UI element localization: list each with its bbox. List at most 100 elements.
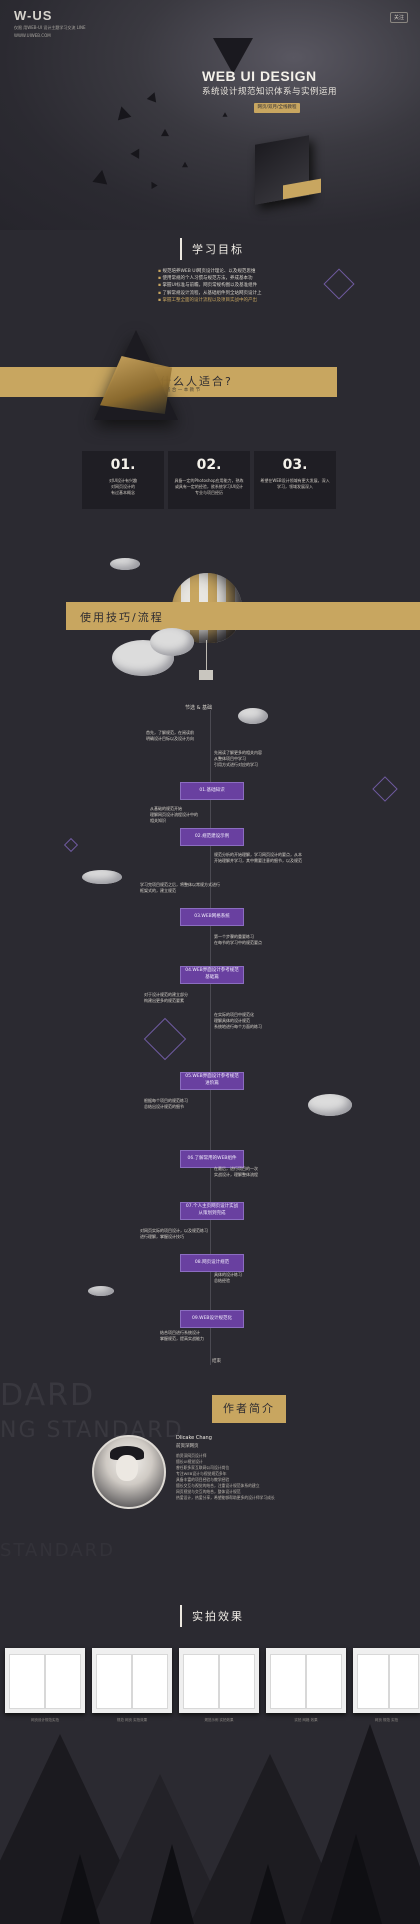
mountain-shape (150, 1844, 194, 1924)
mountain-shape (60, 1854, 100, 1924)
photo-page (270, 1654, 306, 1709)
flow-note: 在最后，进行项目的一次 实战设计，理解整体流程 (214, 1166, 258, 1177)
goal-item: 规范培养WEB UI网页设计理论、以及规范思维 (158, 268, 288, 275)
photos-title: 实拍效果 (192, 1610, 244, 1623)
card-number: 02. (196, 457, 222, 473)
pyramid-icon (114, 104, 132, 121)
flow-step-label: 04.WEB界面设计参考规范 (185, 968, 239, 973)
logo[interactable]: W-US 仅限 用WEB-UI 设计主题学习交流 LINE WWW.UIWEB.… (14, 8, 154, 39)
photo-caption: 规范示例 实拍效果 (204, 1718, 234, 1722)
balloon-basket (199, 670, 213, 680)
flow-start-label: 节选 & 基础 (185, 705, 213, 711)
flow-step-label: 05.WEB界面设计参考规范 (185, 1074, 239, 1079)
flow-step[interactable]: 08.网页设计规范 (180, 1254, 244, 1272)
card-desc: 具备一定的Photoshop应用能力，熟练或具有一定的经验，欲系统学习UI设计专… (174, 478, 244, 495)
flow-step[interactable]: 09.WEB设计规范化 (180, 1310, 244, 1328)
photo-thumbnail[interactable] (266, 1648, 346, 1713)
goal-item-highlight: 掌握工整全面的设计流程以及项目实战中的产出 (158, 297, 288, 304)
flow-note: 在实际的项目中规范化 理解具体的设计规范 系统地进行每个方面的练习 (214, 1012, 262, 1029)
photo-caption: 网页 规范 实拍 (374, 1718, 399, 1722)
flow-note: 对网页实际的项目设计，以及规范练习 进行理解，掌握设计技巧 (140, 1228, 208, 1239)
flow-step[interactable]: 01.基础知识 (180, 782, 244, 800)
diamond-decoration (63, 837, 79, 853)
flow-note: 第一个步骤的重要练习 在每节的学习中的规范要点 (214, 934, 262, 945)
flow-step[interactable]: 04.WEB界面设计参考规范 基础篇 (180, 966, 244, 984)
flow-step-sub: 基础篇 (205, 975, 219, 980)
flow-note: 具体的设计练习 总结经验 (214, 1272, 242, 1283)
card-number: 01. (110, 457, 136, 473)
photo-thumbnail[interactable] (92, 1648, 172, 1713)
top-link[interactable]: 关注 (389, 12, 408, 23)
logo-subtitle: 仅限 用WEB-UI 设计主题学习交流 LINE (14, 25, 86, 30)
diamond-decoration (323, 268, 355, 300)
heading-bar (180, 1605, 182, 1627)
flow-step[interactable]: 07.个人主页网页设计实战 从策划到完成 (180, 1202, 244, 1220)
photo-page (132, 1654, 168, 1709)
background-word: STANDARD (0, 1540, 116, 1561)
goal-item: 了解常规设计流程，从基础组件到全站网页设计上 (158, 290, 288, 297)
card-number: 03. (282, 457, 308, 473)
flow-note: 学习完项目规范之后，将整体以常规方式进行 框架式的，建立规范 (140, 882, 220, 893)
diamond-decoration (372, 776, 398, 802)
flow-step[interactable]: 03.WEB网格系统 (180, 908, 244, 926)
cloud-image (308, 1094, 352, 1116)
goals-list: 规范培养WEB UI网页设计理论、以及规范思维 使用常规的个人习惯与规范方法，养… (158, 268, 288, 304)
photo-page (357, 1654, 389, 1709)
flow-note: 规范分析的开始理解，学习网页设计的要点，从本 开始理解并学习，其中需要注意的细节… (214, 852, 302, 863)
flow-step[interactable]: 02.规范建设示例 (180, 828, 244, 846)
hero-subtitle: 系统设计规范知识体系与实例运用 (202, 87, 338, 97)
avatar-face (116, 1455, 138, 1481)
pyramid-icon (222, 112, 228, 117)
cloud-image (238, 708, 268, 724)
photo-page (9, 1654, 45, 1709)
pyramid-icon (146, 90, 160, 103)
pyramid-icon (130, 146, 144, 159)
logo-url: WWW.UIWEB.COM (14, 33, 51, 38)
flow-step-label: 07.个人主页网页设计实战 (185, 1204, 239, 1209)
balloon-rope (206, 640, 207, 670)
mountain-shape (250, 1864, 286, 1924)
avatar-hair (110, 1446, 144, 1460)
flow-banner: 使用技巧/流程 (66, 602, 420, 630)
heading-bar (180, 238, 182, 260)
cloud-image (110, 558, 140, 570)
flow-step[interactable]: 05.WEB界面设计参考规范 进阶篇 (180, 1072, 244, 1090)
author-bio: 前资深网页设计师 擅长UI视觉设计 曾任职多家互联网公司设计岗位 专注WEB设计… (176, 1453, 275, 1500)
diamond-decoration (143, 1017, 187, 1061)
flow-note: 对于设计规范的建立部分 构建出更多的规范要素 (144, 992, 188, 1003)
photo-page (183, 1654, 219, 1709)
flow-title: 使用技巧/流程 (80, 611, 164, 624)
photo-caption: 实拍 网格 效果 (294, 1718, 318, 1722)
goal-item: 使用常规的个人习惯与规范方法，养成基本功 (158, 275, 288, 282)
author-badge: 作者简介 (212, 1395, 286, 1423)
flow-note: 结合项目进行系统设计 掌握规范，提高实战能力 (160, 1330, 204, 1341)
photo-page (96, 1654, 132, 1709)
logo-mark: W-US (14, 8, 53, 23)
background-word: NG STANDARD (0, 1418, 184, 1443)
background-word: DARD (0, 1378, 96, 1413)
photo-thumbnail[interactable] (5, 1648, 85, 1713)
photo-thumbnail[interactable] (353, 1648, 420, 1713)
photo-page (306, 1654, 342, 1709)
flow-end-label: 结束 (212, 1359, 221, 1364)
cloud-image (82, 870, 122, 884)
flow-axis (210, 710, 211, 1365)
cloud-image (88, 1286, 114, 1296)
flow-note: 首先，了解规范，在阅读前 明确设计目标以及设计方向 (146, 730, 194, 741)
photo-thumbnail[interactable] (179, 1648, 259, 1713)
goal-item: 掌握UI标准与前瞻，网页常规构图以及基准组件 (158, 282, 288, 289)
hero-v-shape (213, 38, 253, 74)
card-desc: 希望在WEB设计领域有更大发展，深入学习，领域发展深入 (260, 478, 330, 489)
flow-step-sub: 从策划到完成 (198, 1211, 226, 1216)
photo-page (389, 1654, 419, 1709)
hero-button[interactable]: 网页/双月/全线教程 (254, 103, 300, 113)
photo-page (45, 1654, 81, 1709)
mountain-shape (330, 1834, 382, 1924)
hero-title: WEB UI DESIGN (202, 68, 317, 84)
flow-note: 从基础的规范开始 理解网页设计流程设计中的 相关知识 (150, 806, 198, 823)
audience-card-1: 01. 对UI设计有兴趣 对网页设计的 有过基本概念 (82, 451, 164, 509)
audience-subtitle: 用 适 合 一 本 教 节 (160, 388, 201, 393)
flow-step[interactable]: 06.了解常用的WEB组件 (180, 1150, 244, 1168)
cloud-image (150, 628, 194, 656)
